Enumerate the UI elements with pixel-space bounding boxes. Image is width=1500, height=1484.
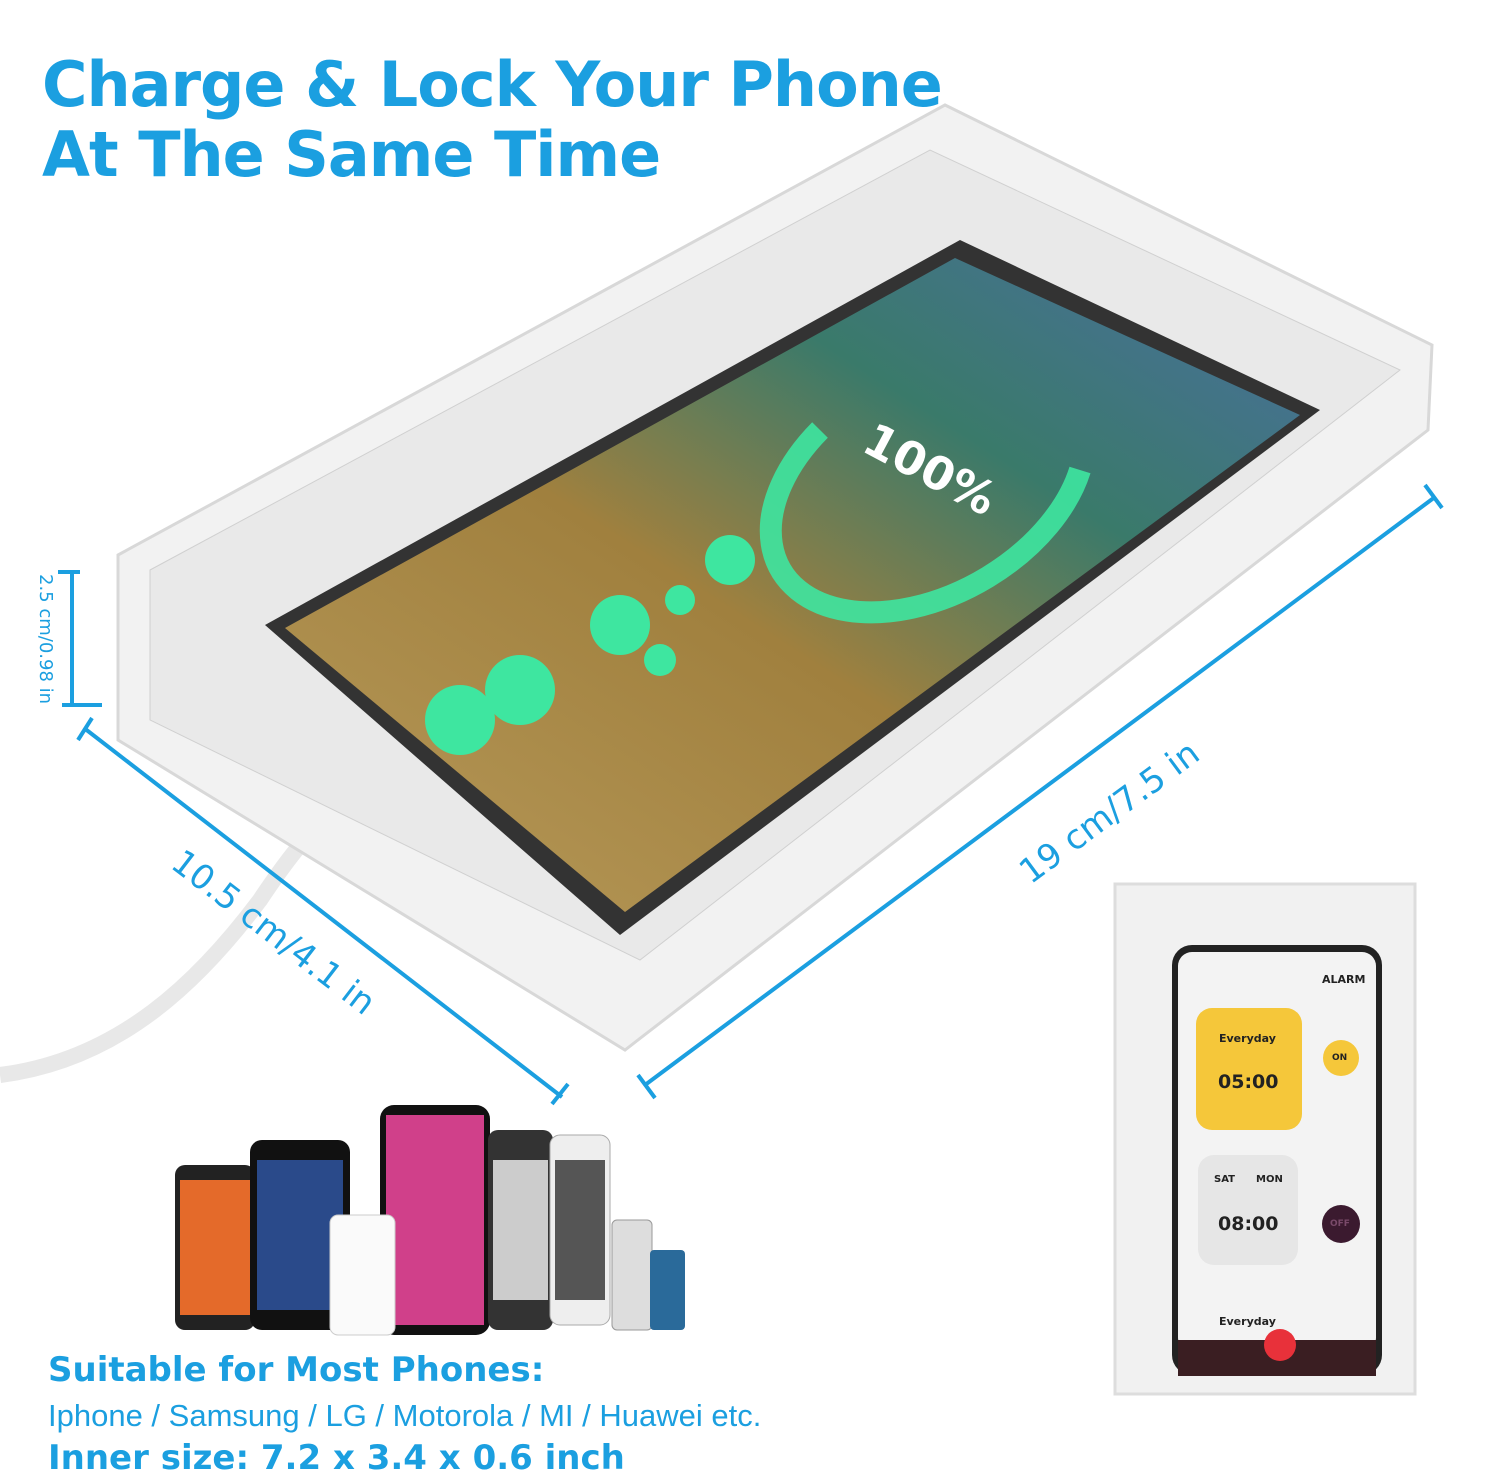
alarm1-toggle-knob (1323, 1040, 1359, 1076)
compatible-brands: Iphone / Samsung / LG / Motorola / MI / … (48, 1398, 762, 1433)
alarm1-days: Everyday (1219, 1032, 1276, 1045)
alarm3-days: Everyday (1219, 1315, 1276, 1328)
headline-line-2: At The Same Time (42, 118, 661, 191)
alarm2-day-mon: MON (1256, 1174, 1283, 1185)
height-dimension-label: 2.5 cm/0.98 in (35, 574, 56, 705)
headline-line-1: Charge & Lock Your Phone (42, 48, 943, 121)
add-alarm-button (1264, 1329, 1296, 1361)
alarm2-day-sat: SAT (1214, 1174, 1235, 1185)
alarm-header: ALARM (1322, 973, 1366, 986)
compatible-phones-collage (175, 1105, 685, 1336)
compatibility-heading: Suitable for Most Phones: (48, 1350, 545, 1390)
headline: Charge & Lock Your Phone At The Same Tim… (42, 48, 943, 191)
alarm1-card (1196, 1008, 1302, 1130)
charging-ring (759, 422, 1091, 624)
alarm1-time: 05:00 (1218, 1071, 1279, 1093)
alarm2-card (1198, 1155, 1298, 1265)
dimension-lines (58, 483, 1444, 1106)
alarm1-toggle[interactable]: ON (1332, 1053, 1348, 1063)
alarm2-time: 08:00 (1218, 1213, 1279, 1235)
inner-size: Inner size: 7.2 x 3.4 x 0.6 inch (48, 1438, 625, 1478)
alarm2-toggle-knob (1322, 1205, 1360, 1243)
charging-bubbles (425, 535, 755, 755)
alarm2-toggle[interactable]: OFF (1330, 1219, 1350, 1229)
